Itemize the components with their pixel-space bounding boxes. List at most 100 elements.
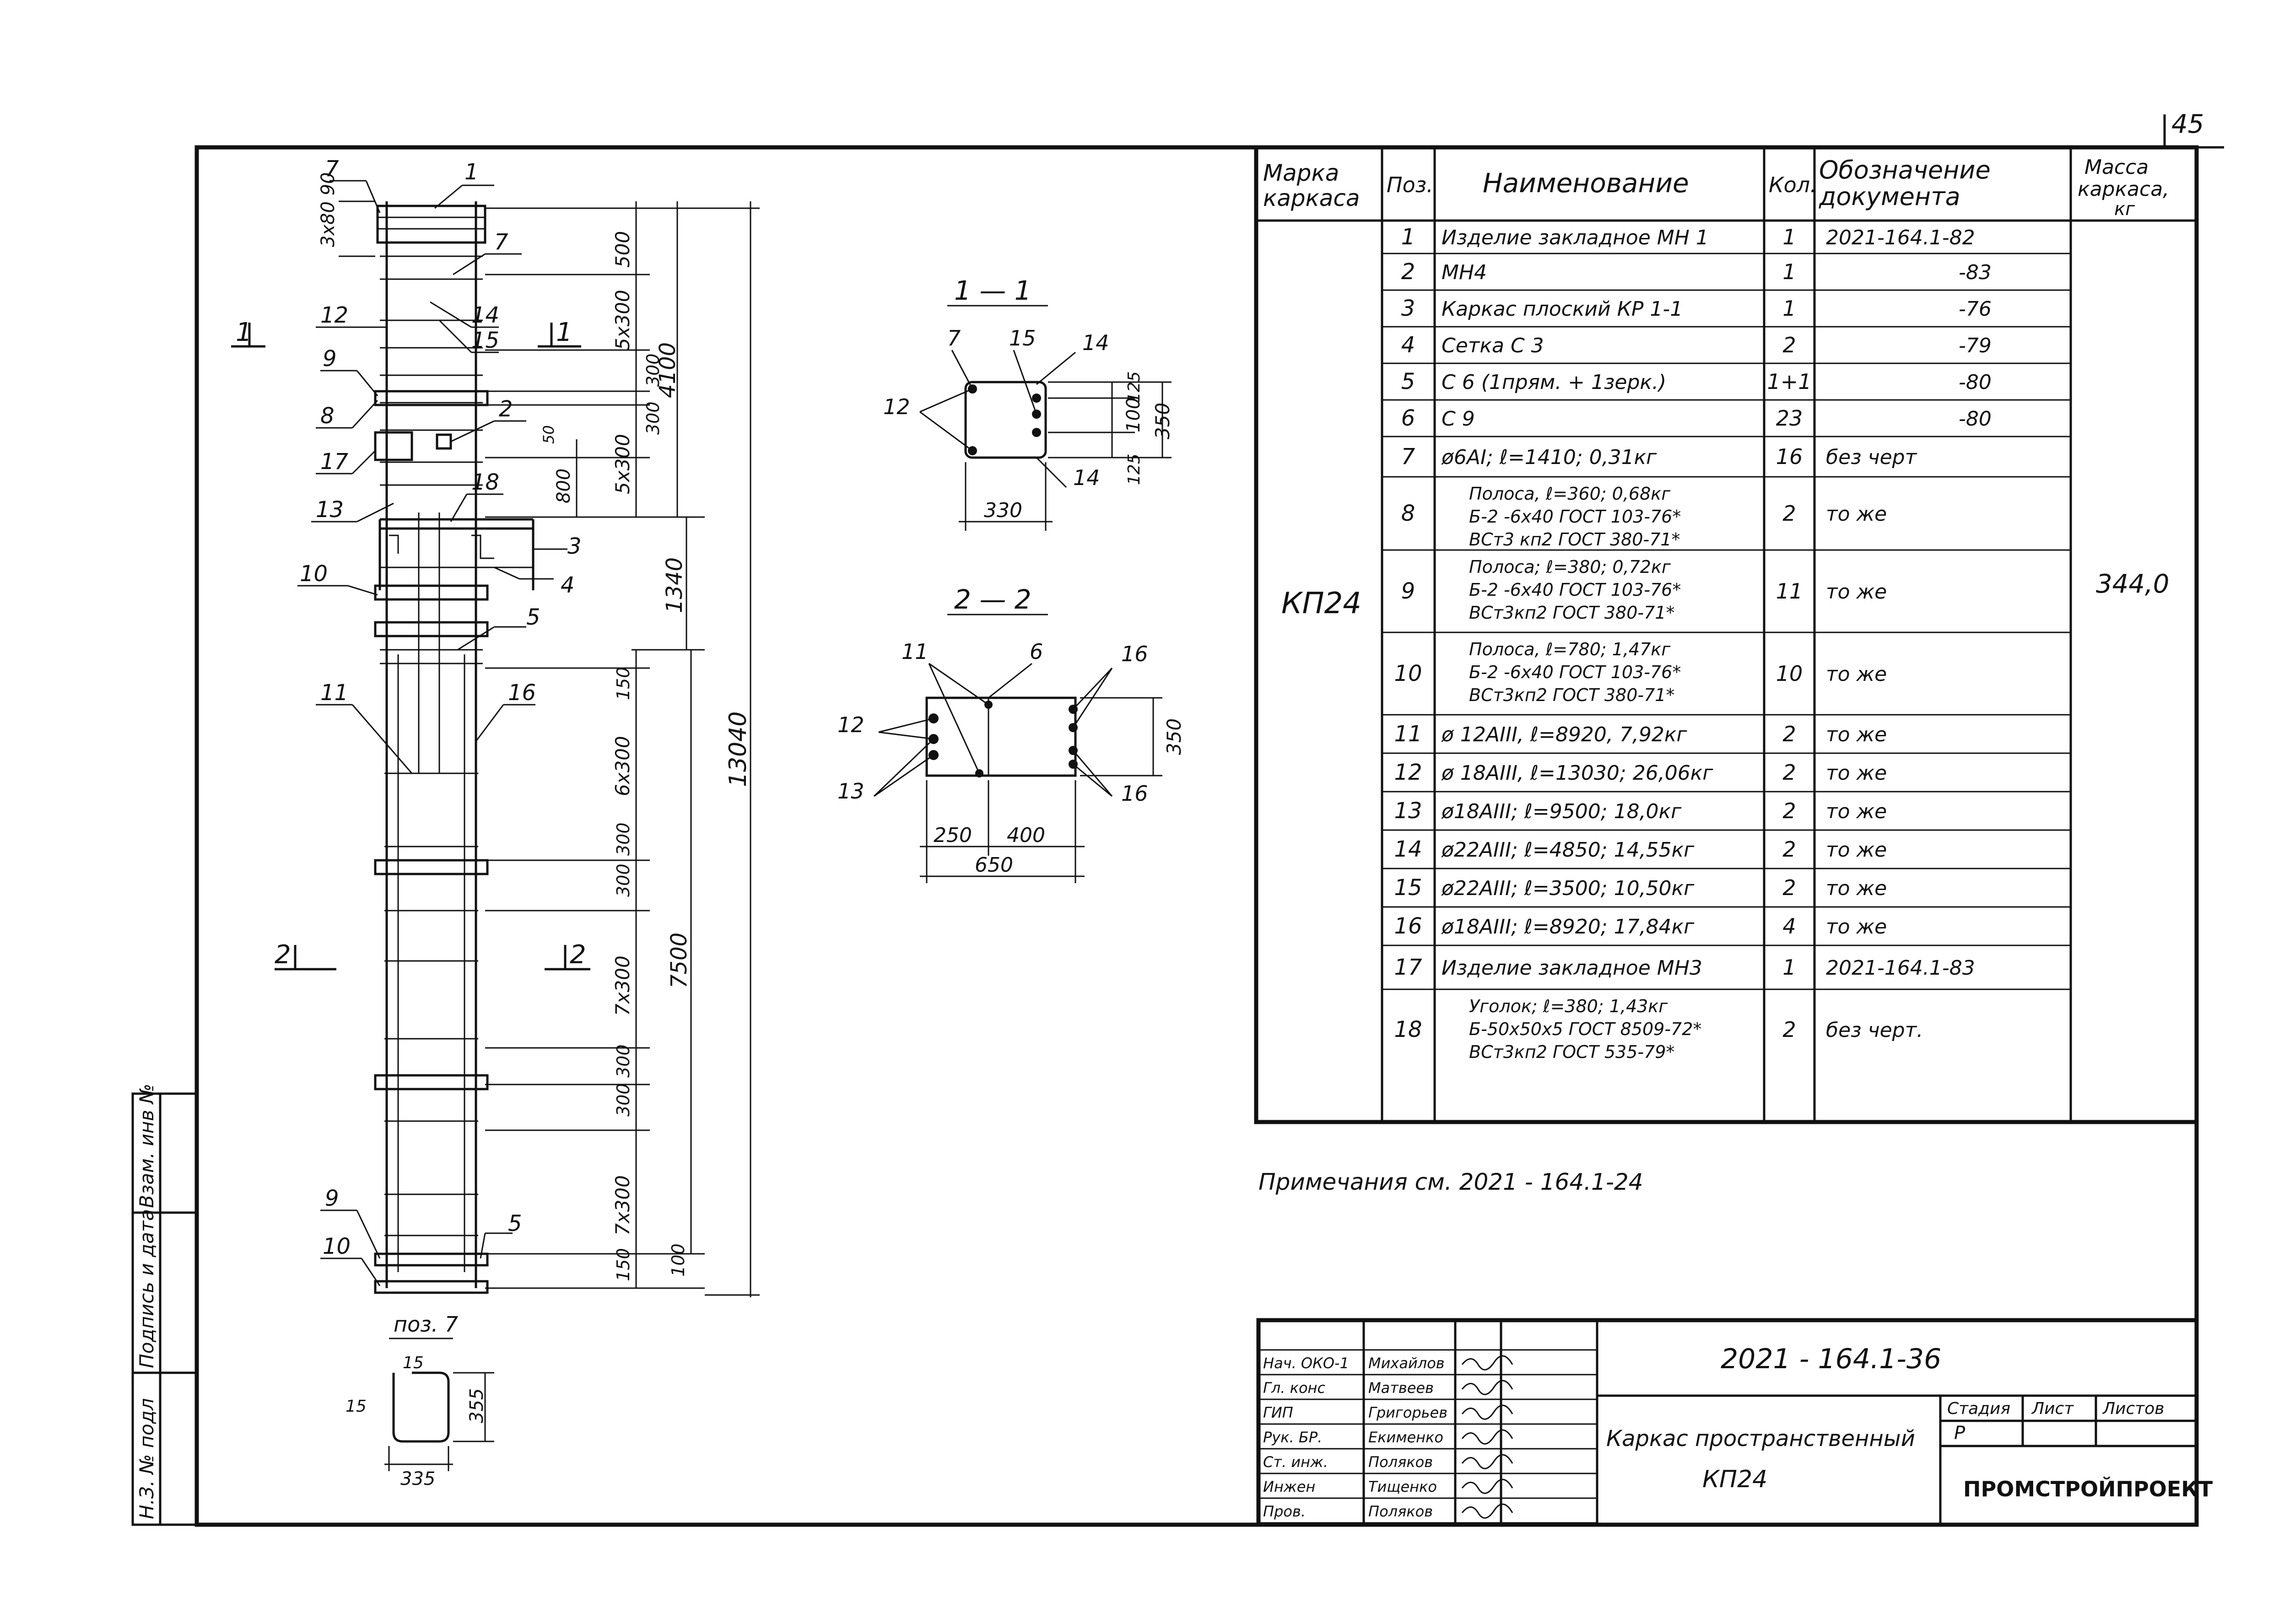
hdr-doc-2: документа (1819, 182, 1960, 211)
pos7-dim-355: 355 (466, 1388, 487, 1423)
sheet-label: Лист (2031, 1399, 2074, 1418)
spec-qty: 2 (1782, 333, 1796, 357)
spec-qty: 1 (1782, 955, 1796, 980)
dim-1340: 1340 (662, 557, 687, 613)
elevation-dimensions: 3x80 90 500 5x300 300 300 5x300 800 50 4… (318, 172, 760, 1297)
strip-pos8 (374, 390, 489, 406)
section-2-left: 2 (275, 940, 291, 970)
lower-stirrups (384, 772, 478, 1236)
hdr-pos: Поз. (1387, 173, 1433, 197)
sec1-dim-330: 330 (984, 499, 1022, 522)
callout-14: 14 (471, 302, 499, 328)
page-number: 45 (2171, 109, 2204, 139)
section-1-title: 1 — 1 (954, 275, 1031, 306)
signature-name: Тищенко (1368, 1478, 1437, 1495)
pos7-dim-15-left: 15 (346, 1397, 367, 1416)
spec-pos: 14 (1394, 836, 1422, 862)
console-frame (378, 518, 535, 590)
spec-name: Каркас плоский КР 1-1 (1442, 297, 1683, 321)
spec-qty: 2 (1782, 501, 1796, 526)
strip-pos9-b (374, 1074, 489, 1090)
inventory-strip: Н.З. № подл Подпись и дата Взам. инв № (131, 1084, 198, 1526)
pos7-detail: поз. 7 15 15 355 335 (346, 1312, 494, 1489)
sec1-dim-100: 100 (1123, 398, 1144, 432)
hdr-mass-2: каркаса, (2078, 178, 2169, 201)
embedded-plate-mn3 (374, 431, 413, 461)
sec1-dim-350: 350 (1151, 403, 1174, 439)
signature-scribble (1461, 1454, 1513, 1469)
signature-scribble (1461, 1355, 1513, 1370)
callout-7-top: 7 (325, 156, 339, 182)
spec-pos: 17 (1394, 955, 1422, 980)
dim-4100: 4100 (655, 342, 680, 398)
spec-qty: 2 (1782, 760, 1796, 785)
section-1-left: 1 (236, 318, 252, 347)
sec1-dim-125-top: 125 (1125, 371, 1144, 403)
signature-scribble (1461, 1429, 1513, 1445)
title-block (1256, 1318, 2199, 1527)
dim-300-a: 300 (643, 353, 663, 387)
callout-16: 16 (508, 680, 536, 706)
spec-doc: 2021-164.1-82 (1826, 226, 1975, 249)
dim-5x300-mid: 5x300 (611, 434, 634, 494)
dim-300-d: 300 (613, 863, 633, 897)
spec-name: ВСт3кп2 ГОСТ 380-71* (1469, 685, 1674, 705)
org-name: ПРОМСТРОЙПРОЕКТ (1963, 1477, 2213, 1501)
sec1-callout-14-bottom: 14 (1073, 465, 1100, 490)
signature-name: Екименко (1368, 1429, 1443, 1446)
spec-name: ø 18АIII, ℓ=13030; 26,06кг (1441, 761, 1713, 785)
signature-scribble (1461, 1380, 1513, 1395)
spec-qty: 23 (1776, 406, 1803, 431)
spec-pos: 9 (1401, 578, 1415, 604)
spec-pos: 6 (1401, 405, 1415, 431)
spec-name: ВСт3кп2 ГОСТ 535-79* (1469, 1042, 1674, 1062)
spec-qty: 1 (1782, 296, 1796, 321)
callout-7: 7 (494, 229, 508, 255)
signature-name: Григорьев (1368, 1404, 1447, 1421)
spec-name: Б-2 -6x40 ГОСТ 103-76* (1469, 507, 1681, 527)
spec-qty: 2 (1782, 722, 1796, 746)
dim-7500: 7500 (666, 933, 692, 988)
spec-pos: 16 (1394, 913, 1422, 939)
sec2-dim-400: 400 (1007, 824, 1045, 847)
spec-name: Полоса; ℓ=380; 0,72кг (1469, 557, 1671, 577)
dim-top-spacing: 3x80 90 (318, 172, 339, 247)
callout-5: 5 (526, 604, 540, 630)
spec-name: Б-2 -6x40 ГОСТ 103-76* (1469, 662, 1681, 682)
spec-table (1254, 145, 2199, 1124)
callout-4: 4 (561, 572, 575, 598)
strip-pos10-a (374, 584, 489, 601)
stage-value: Р (1954, 1423, 1965, 1444)
spec-qty: 2 (1782, 837, 1796, 862)
spec-doc: -83 (1959, 261, 1992, 284)
callout-10: 10 (300, 561, 328, 587)
section-2-right: 2 (570, 940, 586, 970)
dim-7x300-a: 7x300 (611, 955, 634, 1016)
sec2-callout-13: 13 (837, 779, 864, 804)
section-2-2: 2 — 2 11 6 16 12 13 16 350 (837, 584, 1185, 883)
spec-name: С 6 (1прям. + 1зерк.) (1442, 371, 1666, 394)
callout-15: 15 (471, 328, 499, 353)
spec-qty: 2 (1782, 799, 1796, 823)
sec1-dim-125-bottom: 125 (1125, 453, 1144, 485)
spec-qty: 2 (1782, 875, 1796, 900)
spec-qty: 4 (1782, 914, 1796, 939)
spec-doc: -76 (1959, 297, 1992, 321)
spec-doc: то же (1826, 723, 1887, 746)
inv-dup-label: Взам. инв № (135, 1084, 158, 1208)
spec-pos: 2 (1401, 259, 1415, 285)
spec-pos: 13 (1394, 798, 1422, 824)
sec2-dim-650: 650 (975, 853, 1013, 877)
hdr-mark-1: Марка (1263, 160, 1339, 186)
spec-doc: -80 (1959, 371, 1992, 394)
hdr-mass-1: Масса (2084, 156, 2149, 179)
spec-doc: то же (1826, 877, 1887, 900)
